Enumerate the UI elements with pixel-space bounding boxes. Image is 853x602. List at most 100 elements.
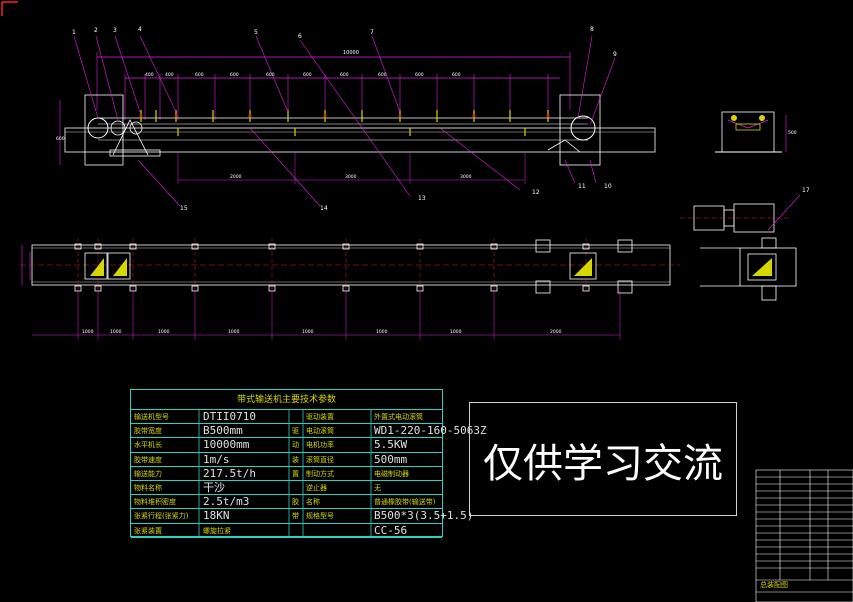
param-label: 张紧装置 [134,526,162,535]
param-value: 18KN [203,509,230,523]
param-mid: 置 [292,469,299,478]
dimension-text: 600 [415,72,424,78]
part-balloon: 1 [72,29,76,36]
param-table-title: 带式输送机主要技术参数 [131,390,442,410]
param-value2: CC-56 [374,523,408,537]
param-label2: 滚筒直径 [306,455,334,464]
dimension-text: 1000 [158,329,170,335]
param-label2: 逆止器 [306,484,327,492]
part-balloon: 7 [370,29,374,36]
part-balloon: 4 [138,26,142,33]
param-label2: 制动方式 [306,469,334,478]
part-balloon: 6 [298,33,302,40]
param-label: 张紧行程(张紧力) [134,512,189,521]
param-row: 胶带速度 1m/s 装滚筒直径 500mm [131,453,442,467]
param-value: 217.5t/h [203,466,256,480]
part-balloon: 17 [802,187,810,194]
dimension-text: 3000 [460,174,472,180]
dimension-text: 600 [195,72,204,78]
part-balloon: 11 [578,183,586,190]
param-value: 螺旋拉紧 [203,526,231,535]
param-label: 输送机型号 [134,413,169,421]
dimension-text: 10000 [343,50,359,56]
param-label: 胶带速度 [134,455,162,464]
dimension-text: 400 [145,72,154,78]
param-mid: 胶 [292,498,299,507]
dimension-text: 1000 [82,329,94,335]
param-label: 胶带宽度 [134,427,162,436]
dimension-text: 1000 [302,329,314,335]
elevation-view [59,35,656,207]
param-label: 物料名称 [134,484,162,492]
param-label2: 驱动装置 [306,413,334,421]
param-mid: 动 [292,441,299,450]
part-balloon: 14 [320,205,328,212]
param-label2: 规格型号 [306,512,334,521]
dimension-text: 2000 [550,329,562,335]
param-row: 水平机长 10000mm 动电机功率 5.5KW [131,438,442,453]
dimension-text: 2000 [230,174,242,180]
param-row: 物料堆积密度 2.5t/m3 胶名称 普通橡胶带(输送带) [131,495,442,510]
param-value: 干沙 [203,481,225,494]
part-balloon: 8 [590,26,594,33]
part-balloon: 12 [532,189,540,196]
param-value2: 无 [374,484,381,492]
param-mid: 带 [292,512,299,521]
dimension-text: 600 [340,72,349,78]
dimension-text: 600 [266,72,275,78]
param-label2: 电动滚筒 [306,427,334,436]
param-value2: 普通橡胶带(输送带) [374,498,436,507]
part-balloon: 3 [113,27,117,34]
part-balloon: 13 [418,195,426,202]
part-balloon: 9 [613,51,617,58]
param-value2: WD1-220-160-5063Z [374,424,487,438]
param-row: 输送能力 217.5t/h 置制动方式 电磁制动器 [131,467,442,481]
dimension-text: 600 [230,72,239,78]
dimension-text: 600 [303,72,312,78]
param-value2: 500mm [374,452,408,466]
param-label2: 名称 [306,498,320,507]
plan-view [20,238,680,340]
param-value2: 电磁制动器 [374,469,409,478]
dimension-text: 500 [788,130,797,136]
param-label: 物料堆积密度 [134,498,176,507]
dimension-text: 1000 [450,329,462,335]
dimension-text: 400 [165,72,174,78]
param-value2: B500*3(3.5+1.5) [374,509,474,523]
param-row: 胶带宽度 B500mm 驱电动滚筒 WD1-220-160-5063Z [131,424,487,439]
ucs-icon [1,1,18,16]
param-value: 2.5t/m3 [203,495,250,509]
watermark-text: 仅供学习交流 [483,441,723,487]
param-value2: 外置式电动滚筒 [374,413,423,421]
param-label: 输送能力 [134,469,162,478]
watermark-box: 仅供学习交流 [469,402,737,516]
param-label: 水平机长 [134,441,162,450]
param-table-gridlines [198,410,372,538]
param-value: 10000mm [203,438,250,452]
param-row: 张紧装置 螺旋拉紧 CC-56 [131,524,442,538]
dimension-text: 3000 [345,174,357,180]
drive-detail-view [680,194,801,301]
param-mid: 装 [292,455,299,464]
dimension-text: 600 [56,136,65,142]
part-balloon: 5 [254,29,258,36]
param-label2: 电机功率 [306,441,334,450]
dimension-text: 1000 [110,329,122,335]
param-mid: 驱 [292,427,299,436]
title-block-label: 总装配图 [760,580,788,589]
part-balloon: 2 [94,27,98,34]
part-balloon: 10 [604,183,612,190]
dimension-text: 1000 [228,329,240,335]
dimension-text: 600 [378,72,387,78]
param-value2: 5.5KW [374,438,408,452]
part-balloon: 15 [180,205,188,212]
param-value: 1m/s [203,452,230,466]
param-row: 张紧行程(张紧力) 18KN 带规格型号 B500*3(3.5+1.5) [131,509,473,524]
dimension-text: 600 [452,72,461,78]
param-value: B500mm [203,424,243,438]
dimension-text: 1000 [376,329,388,335]
